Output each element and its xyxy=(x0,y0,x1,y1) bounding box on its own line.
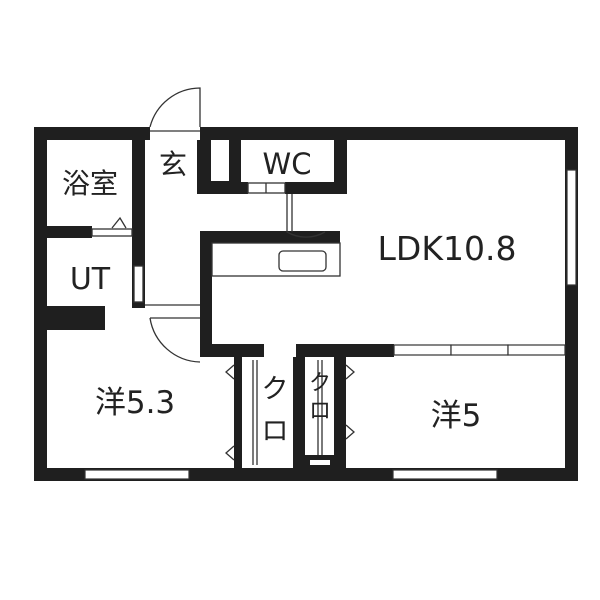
wall-ldk-bottom-b xyxy=(296,344,394,357)
wall-entrance-pillar xyxy=(197,140,211,194)
room-label-utility: UT xyxy=(70,262,111,297)
wall-wc-left xyxy=(229,140,241,194)
wall-top-mid xyxy=(200,127,578,140)
wc-door-swing xyxy=(286,194,326,238)
notch-closet xyxy=(310,460,330,465)
wall-wc-bottom-left xyxy=(229,182,248,194)
wall-entrance-floor xyxy=(197,181,237,194)
wall-bedroom-divider xyxy=(293,357,305,468)
ldk-sliding-doors xyxy=(393,344,566,356)
room-label-closet-right-bottom: ロ xyxy=(309,399,331,424)
room-label-closet-left-bottom: ロ xyxy=(262,416,289,447)
interior-walls xyxy=(47,140,394,468)
bath-door-mark xyxy=(111,216,127,229)
wall-kitchen-top xyxy=(200,231,340,243)
room-label-closet-right-top: ク xyxy=(309,371,331,396)
bedroom-door-swing xyxy=(149,317,201,363)
bath-door xyxy=(91,228,133,237)
notch-entrance xyxy=(213,172,225,181)
room-label-western-right: 洋5 xyxy=(431,398,482,434)
window-bottom-left xyxy=(84,469,190,480)
room-label-ldk: LDK10.8 xyxy=(378,229,517,268)
wall-ut-bottom xyxy=(47,306,105,330)
details xyxy=(213,172,330,465)
windows xyxy=(84,169,577,480)
window-bottom-right xyxy=(392,469,498,480)
room-labels: 浴室 玄 WC UT LDK10.8 洋5.3 洋5 ク ロ ク ロ xyxy=(62,147,516,447)
ut-door-frame xyxy=(133,265,144,303)
room-label-western-left: 洋5.3 xyxy=(95,385,175,421)
slide-panel-3 xyxy=(507,344,566,356)
closet-left-arrow-bottom xyxy=(225,445,235,461)
room-label-closet-left-top: ク xyxy=(262,374,289,405)
slide-panel-2 xyxy=(450,344,509,356)
room-label-entrance: 玄 xyxy=(159,148,187,181)
wall-top-left xyxy=(34,127,150,140)
wall-wc-right xyxy=(334,140,347,194)
room-label-toilet: WC xyxy=(263,147,312,181)
wall-left xyxy=(34,127,47,481)
closet-doors xyxy=(225,360,355,465)
entrance-door-swing xyxy=(149,87,201,128)
wall-ldk-bottom-a xyxy=(200,344,264,357)
window-right xyxy=(566,169,577,286)
wall-kitchen-left xyxy=(200,231,212,357)
wall-closet-left xyxy=(234,357,242,468)
kitchen-counter xyxy=(211,242,341,277)
wall-bath-bottom xyxy=(47,226,92,238)
wall-wc-bottom-right xyxy=(285,182,347,194)
closet-right-arrow-bottom xyxy=(345,424,355,440)
room-label-bath: 浴室 xyxy=(62,167,118,200)
slide-panel-1 xyxy=(393,344,452,356)
sink-icon xyxy=(278,250,327,272)
closet-left-arrow-top xyxy=(225,364,235,380)
closet-right-arrow-top xyxy=(345,364,355,380)
wall-closet-right xyxy=(334,357,346,468)
counter xyxy=(211,242,341,277)
doors xyxy=(91,87,326,363)
